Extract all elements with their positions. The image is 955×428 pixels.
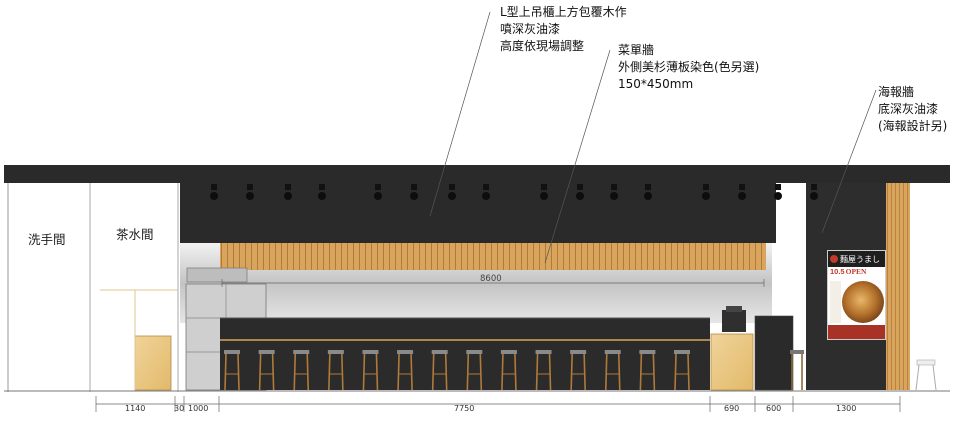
overall-dimension: 8600 <box>221 274 765 287</box>
leader-cabinet <box>429 11 491 217</box>
bar-stool <box>362 350 379 391</box>
range-hood <box>186 267 248 283</box>
track-light <box>540 184 548 200</box>
poster-food-image <box>842 281 884 323</box>
track-light <box>576 184 584 200</box>
track-light <box>448 184 456 200</box>
track-light <box>318 184 326 200</box>
track-light <box>284 184 292 200</box>
poster-brand: 麵屋うまし <box>840 254 880 264</box>
dim-1300: 1300 <box>836 404 856 413</box>
track-light <box>644 184 652 200</box>
overall-dim-label: 8600 <box>480 274 502 284</box>
poster-open: OPEN <box>845 267 867 276</box>
side-stool <box>790 350 804 390</box>
dimension-chain: 1140 30 1000 7750 690 600 1300 <box>95 396 901 413</box>
poster-wall-note: 海報牆 底深灰油漆 (海報設計另) <box>878 84 947 135</box>
menu-wall-note-line-1: 菜單牆 <box>618 43 655 57</box>
track-light <box>410 184 418 200</box>
upper-cabinet <box>180 183 776 243</box>
bar-stool <box>431 350 448 391</box>
bar-stool <box>397 350 414 391</box>
track-light <box>482 184 490 200</box>
bar-stool <box>500 350 517 391</box>
poster-wall-note-line-2: 底深灰油漆 <box>878 102 939 116</box>
side-cabinet <box>710 333 754 391</box>
wood-column <box>886 183 910 390</box>
bar-stool <box>674 350 690 391</box>
track-light <box>374 184 382 200</box>
right-stool <box>915 359 937 391</box>
bar-stools <box>224 350 690 391</box>
bar-stool <box>224 350 240 391</box>
menu-wall-note-line-3: 150*450mm <box>618 77 694 91</box>
track-light <box>610 184 618 200</box>
tea-room-cabinet <box>134 335 172 391</box>
track-light <box>738 184 746 200</box>
dim-30: 30 <box>174 404 184 413</box>
bar-stool <box>293 350 310 391</box>
cabinet-note-line-1: L型上吊櫃上方包覆木作 <box>500 5 627 19</box>
poster-wall-note-line-3: (海報設計另) <box>878 119 948 133</box>
dark-cabinet <box>754 315 794 391</box>
menu-slat-band <box>220 243 766 270</box>
cabinet-note-line-2: 噴深灰油漆 <box>500 22 561 36</box>
menu-wall-note: 菜單牆 外側美杉薄板染色(色另選) 150*450mm <box>618 42 759 93</box>
dim-1140: 1140 <box>125 404 145 413</box>
bar-stool <box>639 350 656 391</box>
poster-wall-note-line-1: 海報牆 <box>878 85 915 99</box>
dim-7750: 7750 <box>454 404 474 413</box>
bar-stool <box>535 350 552 391</box>
cabinet-note-line-3: 高度依現場調整 <box>500 39 585 53</box>
restaurant-poster: 麵屋うまし 10.5 OPEN <box>827 250 886 340</box>
tea-room-label: 茶水間 <box>116 227 154 242</box>
dim-690: 690 <box>724 404 739 413</box>
cash-register <box>722 306 746 332</box>
dim-1000: 1000 <box>188 404 208 413</box>
leader-menu <box>544 49 611 264</box>
track-light <box>210 184 218 200</box>
track-light <box>774 184 782 200</box>
poster-date: 10.5 <box>830 267 845 276</box>
bar-stool <box>604 350 621 391</box>
poster-logo-icon <box>830 255 838 263</box>
ceiling-soffit <box>4 165 950 183</box>
cabinet-note: L型上吊櫃上方包覆木作 噴深灰油漆 高度依現場調整 <box>500 4 627 55</box>
track-lights <box>210 184 818 200</box>
washroom-label: 洗手間 <box>28 232 66 247</box>
bar-stool <box>466 350 483 391</box>
bar-stool <box>258 350 275 391</box>
track-light <box>246 184 254 200</box>
menu-wall-note-line-2: 外側美杉薄板染色(色另選) <box>618 60 760 74</box>
track-light <box>810 184 818 200</box>
dim-600: 600 <box>766 404 781 413</box>
leader-poster <box>821 89 877 234</box>
track-light <box>702 184 710 200</box>
bar-stool <box>570 350 587 391</box>
bar-stool <box>327 350 344 391</box>
